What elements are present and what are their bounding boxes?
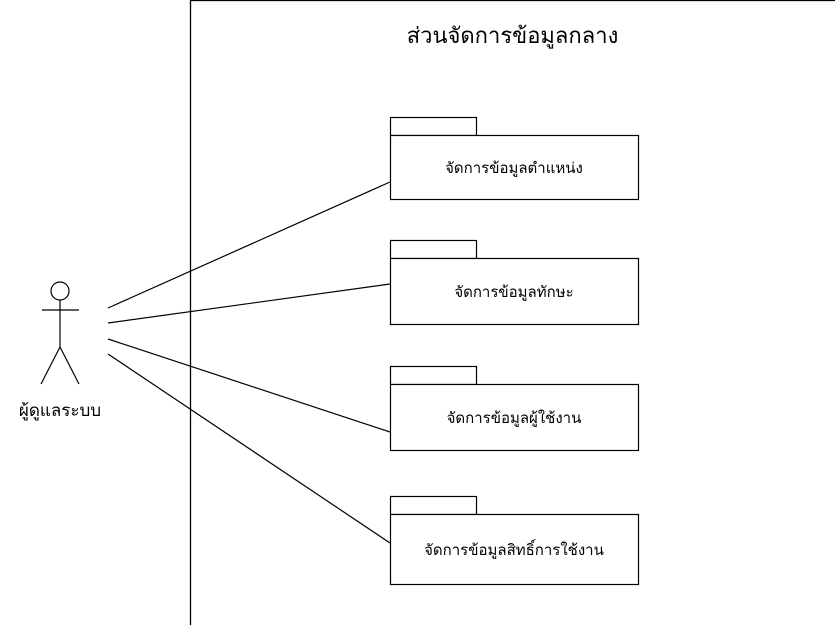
actor-label: ผู้ดูแลระบบ bbox=[0, 399, 120, 423]
actor-left-leg bbox=[41, 347, 60, 384]
association-line bbox=[108, 284, 390, 323]
association-line bbox=[108, 354, 390, 543]
package-label-permission: จัดการข้อมูลสิทธิ์การใช้งาน bbox=[390, 540, 638, 560]
actor-right-leg bbox=[60, 347, 79, 384]
package-label-user: จัดการข้อมูลผู้ใช้งาน bbox=[390, 408, 638, 428]
system-title: ส่วนจัดการข้อมูลกลาง bbox=[190, 22, 835, 52]
package-tab bbox=[391, 118, 477, 136]
package-tab bbox=[391, 497, 477, 515]
package-shapes bbox=[391, 118, 639, 585]
package-label-position: จัดการข้อมูลตำแหน่ง bbox=[390, 158, 638, 178]
association-line bbox=[108, 182, 390, 308]
package-tab bbox=[391, 367, 477, 385]
association-line bbox=[108, 339, 390, 432]
actor-head bbox=[51, 282, 69, 300]
actor-icon bbox=[41, 282, 79, 384]
package-label-skill: จัดการข้อมูลทักษะ bbox=[390, 282, 638, 302]
package-tab bbox=[391, 241, 477, 259]
associations bbox=[108, 182, 390, 543]
